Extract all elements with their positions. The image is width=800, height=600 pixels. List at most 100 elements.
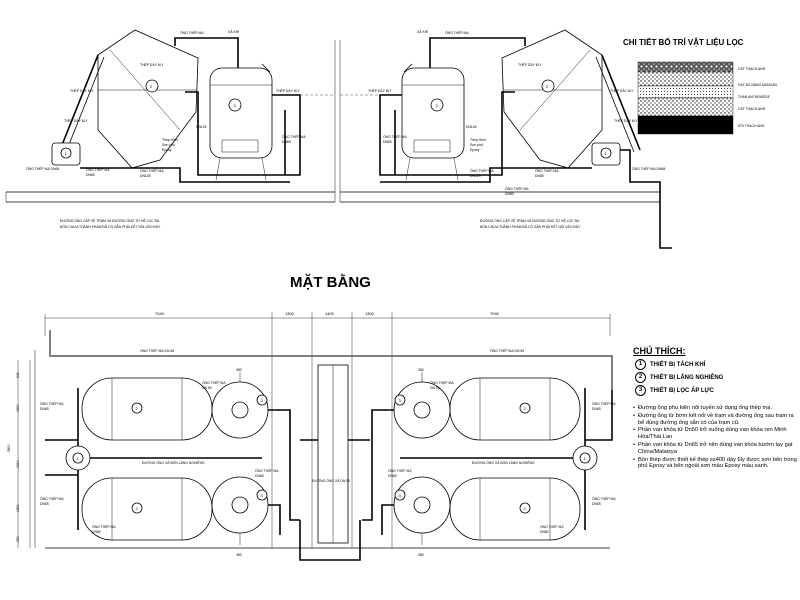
plan-right-pipe-2: ỐNG THÉP MẠ (592, 496, 616, 501)
plan-dim-left-2: 1800 (16, 404, 20, 412)
svg-text:2: 2 (150, 84, 153, 89)
plan-dim-top-5: 7040 (490, 311, 500, 316)
plan-left-pipe-4: ỐNG THÉP MẠ (202, 380, 226, 385)
legend-label-3: THIẾT BỊ LỌC ÁP LỰC (650, 387, 714, 394)
plan-left-pipe-5: ỐNG THÉP MẠ (255, 468, 279, 473)
air-separator-right: 1 (591, 142, 621, 166)
plan-dim-top-1: 7040 (155, 311, 165, 316)
svg-text:3: 3 (399, 398, 402, 403)
elev-right-pipe-label: ỐNG THÉP MẠ (445, 30, 469, 35)
plan-right-pipe-4: ỐNG THÉP MẠ (430, 380, 454, 385)
plan-left-dn50: DN 50 (202, 386, 212, 390)
elev-left-pipe-label-2: ỐNG THÉP MẠ (282, 134, 306, 139)
elev-right-pipe-label-3: ỐNG THÉP MẠ (535, 168, 559, 173)
legend: CHÚ THÍCH: 1 THIẾT BỊ TÁCH KHÍ 2 THIẾT B… (633, 346, 798, 470)
elevation-right: 2 1 3 ỐNG THÉP MẠ XẢ KHÍ THÉP DÀY 6LY TH (339, 29, 672, 249)
plan-right-dn65-1: DN65 (592, 407, 601, 411)
elev-left-wall-3: THÉP DÀY 6LY (64, 118, 88, 123)
pressure-filter-left: 3 (209, 63, 273, 181)
elev-left-note-3: Eposy (162, 148, 172, 152)
elev-left-dn125: DN125 (196, 125, 207, 129)
inclined-settler-tank-right: 2 (501, 29, 641, 169)
elev-left-wall-4: THÉP DÀY 8LY (276, 88, 300, 93)
plan-left-tank-dim-1: 380 (236, 368, 242, 372)
elev-right-dn65: DN65 (383, 140, 392, 144)
elev-left-note-2: Sơn phủ (162, 143, 175, 147)
legend-note-2: Đường ống từ bơm kết nối về trạm và đườn… (633, 413, 798, 427)
filter-material-detail: CHI TIẾT BỐ TRÍ VẬT LIỆU LỌC CÁT THẠCH A… (623, 37, 777, 135)
svg-text:2: 2 (136, 406, 139, 411)
elev-right-note-3: Eposy (470, 148, 480, 152)
elev-right-note-2: Sơn phủ (470, 143, 483, 147)
plan-dim-top-3: 1400 (325, 311, 335, 316)
plan-right-tank-dim-2: 380 (418, 553, 424, 557)
elev-right-dn125-2: DN125 (470, 174, 481, 178)
plan-right-pipe-1: ỐNG THÉP MẠ (592, 401, 616, 406)
elev-right-wall-2: THÉP DÀY 6LY (610, 88, 634, 93)
svg-text:3: 3 (261, 493, 264, 498)
plan-view: 7040 1300 1400 1300 7040 640 1800 5800 1… (7, 311, 616, 561)
plan-pipe-top-2: ỐNG THÉP MẠ DN 65 (490, 348, 524, 353)
legend-title: CHÚ THÍCH: (633, 346, 686, 356)
legend-num-3: 3 (635, 385, 646, 396)
plan-dim-top-4: 1300 (365, 311, 375, 316)
elev-right-pipe-label-2: ỐNG THÉP MẠ (383, 134, 407, 139)
plan-dim-top-2: 1300 (285, 311, 295, 316)
svg-text:1: 1 (584, 456, 587, 461)
inclined-settler-tank-left: 2 (59, 29, 199, 169)
elev-right-under-note-2: BỒN CHỨA THÀNH PHẨM ĐÃ CÓ SẴN PHẢI KẾT N… (480, 224, 581, 229)
plan-dim-left-6: 250 (16, 536, 20, 542)
svg-text:2: 2 (546, 84, 549, 89)
legend-num-2: 2 (635, 372, 646, 383)
plan-right-dn65-2: DN65 (592, 502, 601, 506)
plan-dim-left-3: 5800 (7, 444, 11, 452)
plan-left-dn65-1: DN65 (40, 407, 49, 411)
legend-note-1: Đường ống phụ kiện nội tuyến sử dụng ống… (633, 405, 798, 412)
elev-right-note-1: Thép Hình (470, 138, 486, 142)
svg-text:3: 3 (234, 103, 237, 108)
legend-note-5: Bồn thép được thiết kế thép ss400 dày 6l… (633, 457, 798, 471)
air-separator-left: 1 (51, 142, 81, 166)
elev-right-pipe-label-6: ỐNG THÉP MẠ DN65 (632, 166, 665, 171)
plan-left-group: 2 2 3 3 1 380 380 ỐNG THÉP MẠ DN6 (40, 368, 300, 557)
svg-text:2: 2 (524, 406, 527, 411)
legend-item-pressure-filter: 3 THIẾT BỊ LỌC ÁP LỰC (635, 385, 798, 396)
elev-right-wall-3: THÉP DÀY 6LY (614, 118, 638, 123)
elev-left-under-note-1: ĐƯỜNG ỐNG CẤP VỀ TRẠM VÀ ĐƯỜNG ỐNG TỪ HỆ… (60, 218, 160, 223)
elev-right-pipe-label-4: ỐNG THÉP MẠ (470, 168, 494, 173)
plan-left-dn80: DN80 (92, 530, 101, 534)
elev-left-dn125-2: DN125 (140, 174, 151, 178)
elev-left-note-1: Thép Hình (162, 138, 178, 142)
elevation-left: 2 1 3 ỐNG THÉP MẠ XẢ KHÍ THÉP (5, 29, 336, 229)
elev-right-wall-4: THÉP DÀY 8LY (368, 88, 392, 93)
elev-left-dn65: DN65 (282, 140, 291, 144)
elev-left-wall-2: THÉP DÀY 6LY (70, 88, 94, 93)
plan-center-channel: ĐƯỜNG ỐNG XẢ DN 50 (299, 364, 370, 561)
elev-right-pipe-label-5: ỐNG THÉP MẠ (505, 186, 529, 191)
elev-right-wall: THÉP DÀY 6LY (518, 62, 542, 67)
legend-label-1: THIẾT BỊ TÁCH KHÍ (650, 361, 706, 368)
legend-note-4: Phần van khóa từ Dn65 trở nên dùng van k… (633, 442, 798, 456)
material-layer-3: THAN ANTHRASIDE (738, 95, 771, 99)
legend-item-air-separator: 1 THIẾT BỊ TÁCH KHÍ (635, 359, 798, 370)
plan-right-group: 2 2 3 3 1 380 380 ỐNG THÉP MẠ DN65 ỐNG T… (362, 368, 616, 557)
plan-right-valve-note: ĐƯỜNG ỐNG XẢ BỒN LẮNG NGHIÊNG (472, 460, 535, 465)
svg-text:3: 3 (436, 103, 439, 108)
plan-left-pipe-3: ỐNG THÉP MẠ (92, 524, 116, 529)
plan-left-dn65-2: DN65 (40, 502, 49, 506)
plan-right-dn80: DN80 (540, 530, 549, 534)
plan-right-pipe-3: ỐNG THÉP MẠ (540, 524, 564, 529)
elev-left-pipe-label-5: ỐNG THÉP MẠ DN65 (26, 166, 59, 171)
plan-pipe-top-1: ỐNG THÉP MẠ DN 65 (140, 348, 174, 353)
svg-text:3: 3 (261, 398, 264, 403)
material-detail-title: CHI TIẾT BỐ TRÍ VẬT LIỆU LỌC (623, 37, 744, 47)
plan-left-tank-dim-2: 380 (236, 553, 242, 557)
plan-right-dn50: DN 50 (430, 386, 440, 390)
plan-center-note: ĐƯỜNG ỐNG XẢ DN 50 (312, 478, 350, 483)
legend-item-inclined-settler: 2 THIẾT BỊ LẮNG NGHIÊNG (635, 372, 798, 383)
elev-right-dn80: DN80 (505, 192, 514, 196)
plan-dim-left-4: 1310 (16, 460, 20, 468)
elev-right-dn125: DN125 (466, 125, 477, 129)
elev-right-dn65-2: DN65 (535, 174, 544, 178)
